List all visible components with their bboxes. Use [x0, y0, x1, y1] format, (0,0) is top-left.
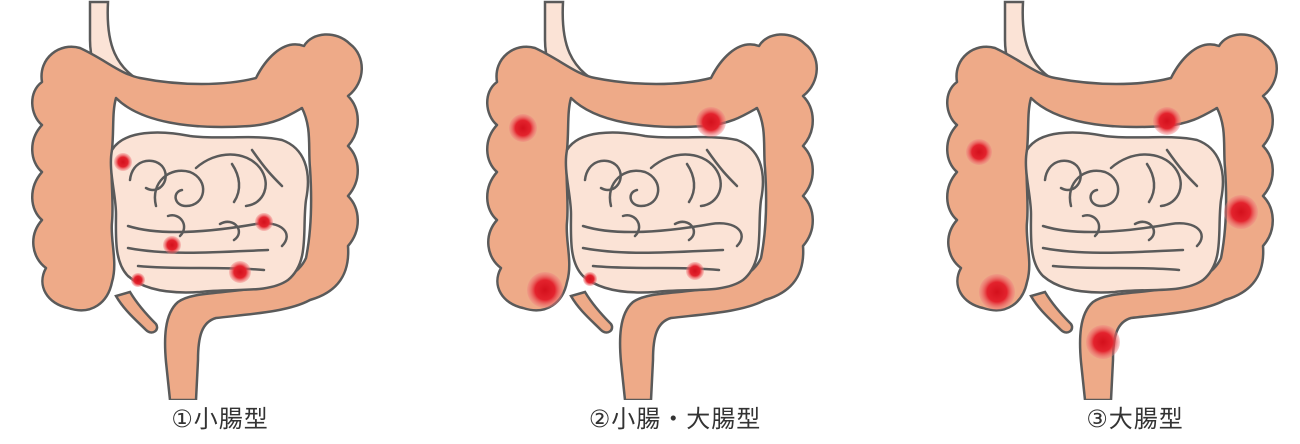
- panel-caption: ②小腸・大腸型: [475, 404, 875, 434]
- lesion-marker: [114, 153, 132, 171]
- lesion-marker: [583, 272, 597, 286]
- lesion-marker: [163, 236, 181, 254]
- lesion-marker: [509, 114, 537, 142]
- panel-small-and-large-intestine-type: ②小腸・大腸型: [475, 0, 875, 444]
- lesion-marker: [1153, 107, 1181, 135]
- lesion-marker: [131, 273, 145, 287]
- lesion-marker: [696, 107, 726, 137]
- panel-caption: ①小腸型: [20, 404, 420, 434]
- intestine-diagram: [935, 0, 1300, 400]
- panel-small-intestine-type: ①小腸型: [20, 0, 420, 444]
- lesion-marker: [966, 139, 992, 165]
- lesion-marker: [1224, 195, 1258, 229]
- intestine-diagram: [20, 0, 420, 400]
- panel-large-intestine-type: ③大腸型: [935, 0, 1300, 444]
- lesion-marker: [686, 262, 704, 280]
- lesion-marker: [229, 261, 251, 283]
- intestine-diagram: [475, 0, 875, 400]
- lesion-marker: [255, 213, 273, 231]
- panel-caption: ③大腸型: [935, 404, 1300, 434]
- lesion-marker: [527, 272, 563, 308]
- lesion-marker: [1086, 325, 1120, 359]
- lesion-marker: [979, 274, 1015, 310]
